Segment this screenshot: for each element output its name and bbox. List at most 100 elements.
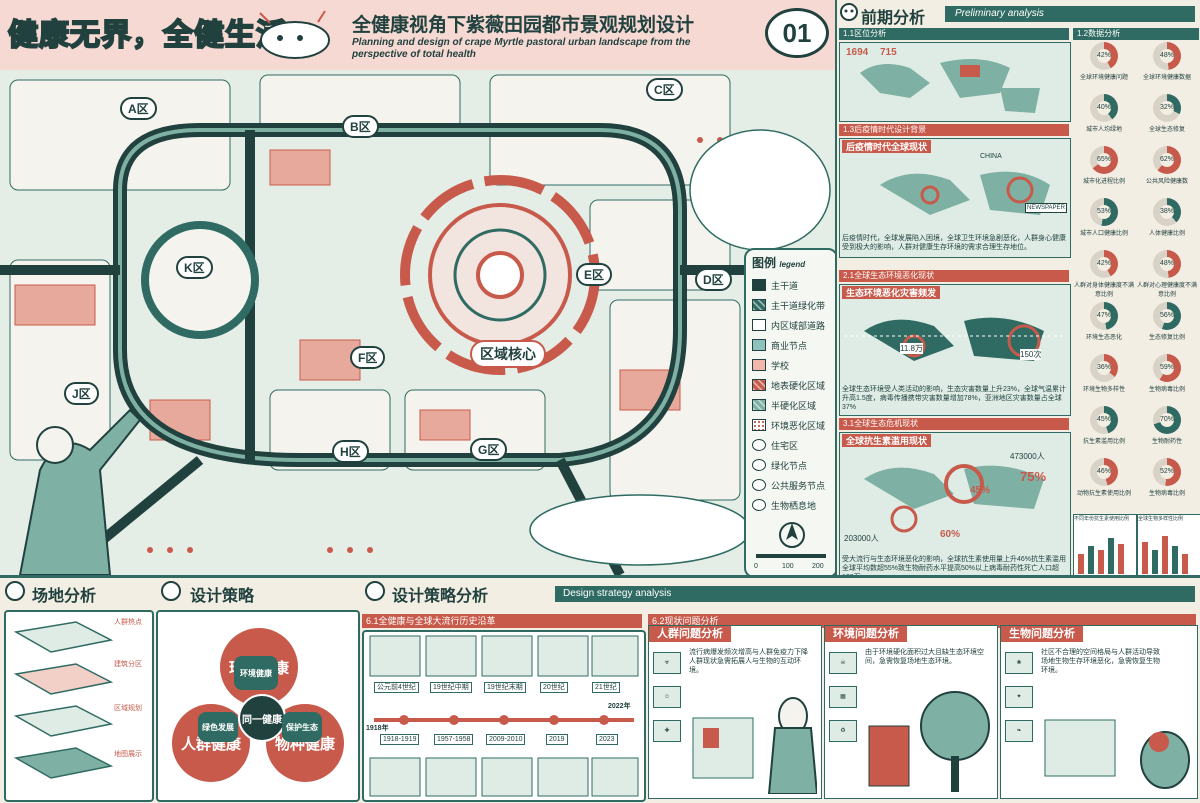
donut-label: 公共风险健康数 xyxy=(1145,179,1188,185)
location-map-box: 1694 715 xyxy=(839,42,1071,122)
site-layers-card: 人群热点 建筑分区 区域规划 地图展示 xyxy=(4,610,154,802)
timeline-tag-1: 19世纪中期 xyxy=(430,682,472,693)
donut-label: 环境生物多样性 xyxy=(1082,387,1125,393)
problem-card-people: 人群问题分析 流行病爆发频次增高与人群免疫力下降人群现状急需拓展人与生物的互动环… xyxy=(648,625,822,799)
section-1-2: 1.2数据分析 xyxy=(1073,28,1199,40)
face-icon xyxy=(840,3,858,21)
donut-label: 全球环境健康数据 xyxy=(1142,75,1191,81)
stat-45: 45% xyxy=(970,485,991,496)
legend-label: 绿化节点 xyxy=(771,460,808,471)
stat-203000: 203000人 xyxy=(844,534,879,543)
design-strategy-title: 设计策略 xyxy=(190,588,255,605)
circle-one-health: 同一健康 xyxy=(238,694,286,742)
zone-d-label: D区 xyxy=(695,268,732,291)
donut-chart xyxy=(1090,406,1118,434)
legend-item: 学校 xyxy=(746,355,836,375)
stat-473000: 473000人 xyxy=(1010,452,1045,461)
world-map-drawing xyxy=(840,43,1070,121)
sheet-number-badge: 01 xyxy=(765,8,829,58)
bar-chart-left: 不同年份抗生素使用比例 xyxy=(1073,514,1137,580)
section-2-1: 2.1全球生态环境恶化现状 xyxy=(839,270,1069,282)
legend-item: 绿化节点 xyxy=(746,455,836,475)
legend-label: 商业节点 xyxy=(771,340,808,351)
legend-swatch xyxy=(752,319,766,331)
donut-value: 53% xyxy=(1096,208,1111,215)
donut-chart xyxy=(1153,146,1181,174)
donut-chart xyxy=(1153,250,1181,278)
tag-green-development: 绿色发展 xyxy=(198,712,238,742)
zone-c-label: C区 xyxy=(646,78,683,101)
people-icon: ☺ xyxy=(653,686,681,708)
card-c-map xyxy=(864,464,1044,533)
legend-swatch xyxy=(752,499,766,511)
zone-j-label: J区 xyxy=(64,382,99,405)
problem-card-biology: 生物问题分析 社区不合理的空间格局与人群活动导致场地生物生存环境恶化，急需恢复生… xyxy=(1000,625,1198,799)
cartoon-sheep-icon xyxy=(259,10,330,59)
zone-k-label: K区 xyxy=(176,256,213,279)
timeline-tag-0: 公元前4世纪 xyxy=(374,682,419,693)
donut-label: 全球环境健康问题 xyxy=(1079,75,1128,81)
donut-chart xyxy=(1090,302,1118,330)
card-c-antibiotic: 全球抗生素滥用现状 473000人 75% 45% 60% 203000人 受大… xyxy=(839,432,1071,580)
prelim-title: 前期分析 xyxy=(861,10,926,27)
donut-label: 生态修复比例 xyxy=(1148,335,1185,341)
donut-value: 45% xyxy=(1096,416,1111,423)
mask-icon: ✚ xyxy=(653,720,681,742)
card-b-note: 全球生态环境受人类活动的影响，生态灾害数量上升23%，全球气温累计升高1.5度，… xyxy=(842,386,1067,411)
legend-label: 公共服务节点 xyxy=(771,480,826,491)
legend-swatch xyxy=(752,439,766,451)
prelim-header: 前期分析 Preliminary analysis xyxy=(837,2,1200,27)
legend-swatch xyxy=(752,479,766,491)
stat-150: 150次 xyxy=(1020,349,1042,360)
legend-swatch xyxy=(752,299,766,311)
donut-label: 人群对身体健康度不满意比例 xyxy=(1074,283,1135,298)
legend-title-en: legend xyxy=(779,260,806,269)
card-a-post-pandemic: 后疫情时代全球现状 CHINA NEWSPAPER 后疫情时代，全球发展陷入困境… xyxy=(839,138,1071,258)
legend-item: 生物栖息地 xyxy=(746,495,836,515)
strategy-venn-card: 环境健康 人群健康 物种健康 同一健康 环境健康 绿色发展 保护生态 xyxy=(156,610,360,802)
donut-label: 城市化进程比例 xyxy=(1082,179,1125,185)
donut-chart xyxy=(1090,458,1118,486)
problem-card-environment: 环境问题分析 由于环境硬化面积过大且缺生态环境空间，急需恢复场地生态环境。 ☠ … xyxy=(824,625,998,799)
donut-label: 抗生素滥用比例 xyxy=(1082,439,1125,445)
donut-value: 70% xyxy=(1159,416,1174,423)
problem-people-text: 流行病爆发频次增高与人群免疫力下降人群现状急需拓展人与生物的互动环境。 xyxy=(689,649,808,674)
region-core-label: 区域核心 xyxy=(470,340,546,368)
scale-label-200: 200 xyxy=(812,563,824,570)
card-b-title: 生态环境恶化灾害频发 xyxy=(842,286,941,299)
leaf-icon: ❧ xyxy=(1005,720,1033,742)
legend-label: 内区域部道路 xyxy=(771,320,826,331)
donut-chart xyxy=(1153,42,1181,70)
legend-label: 地表硬化区域 xyxy=(771,380,826,391)
zone-f-label: F区 xyxy=(350,346,386,369)
donut-label: 环境生态恶化 xyxy=(1085,335,1122,341)
site-analysis-title: 场地分析 xyxy=(32,588,97,605)
donut-chart xyxy=(1153,458,1181,486)
legend-label: 学校 xyxy=(771,360,790,371)
zone-g-label: G区 xyxy=(470,438,508,461)
legend-swatch xyxy=(752,379,766,391)
bar-chart-left-bars xyxy=(1078,538,1124,574)
loc-stat-a: 1694 xyxy=(846,47,869,58)
donut-value: 59% xyxy=(1159,364,1174,371)
tag-protect-ecology: 保护生态 xyxy=(282,712,322,742)
card-b-eco-disaster: 生态环境恶化灾害频发 11.8万 150次 全球生态环境受人类活动的影响，生态灾… xyxy=(839,284,1071,416)
timeline-start-year: 1918年 xyxy=(366,725,389,732)
problem-people-title: 人群问题分析 xyxy=(649,626,731,642)
donut-label: 生物耐药性 xyxy=(1151,439,1182,445)
card-b-map xyxy=(844,317,1066,361)
problem-env-title: 环境问题分析 xyxy=(825,626,907,642)
section-1-3: 1.3后疫情时代设计背景 xyxy=(839,124,1069,136)
donut-chart xyxy=(1090,146,1118,174)
timeline-tag-2: 19世纪末期 xyxy=(484,682,526,693)
skull-icon: ☠ xyxy=(829,652,857,674)
donut-label: 城市人口健康比例 xyxy=(1079,231,1128,237)
timeline-box-0: 1918-1919 xyxy=(380,734,420,745)
timeline-box-3: 2019 xyxy=(546,734,568,745)
site-label-planning: 区域规划 xyxy=(114,705,142,712)
paw-icon: ❀ xyxy=(1005,652,1033,674)
site-label-zoning: 建筑分区 xyxy=(114,661,142,668)
bar-chart-left-title: 不同年份抗生素使用比例 xyxy=(1074,516,1130,522)
donut-label: 人群对心理健康度不满意比例 xyxy=(1137,283,1198,298)
